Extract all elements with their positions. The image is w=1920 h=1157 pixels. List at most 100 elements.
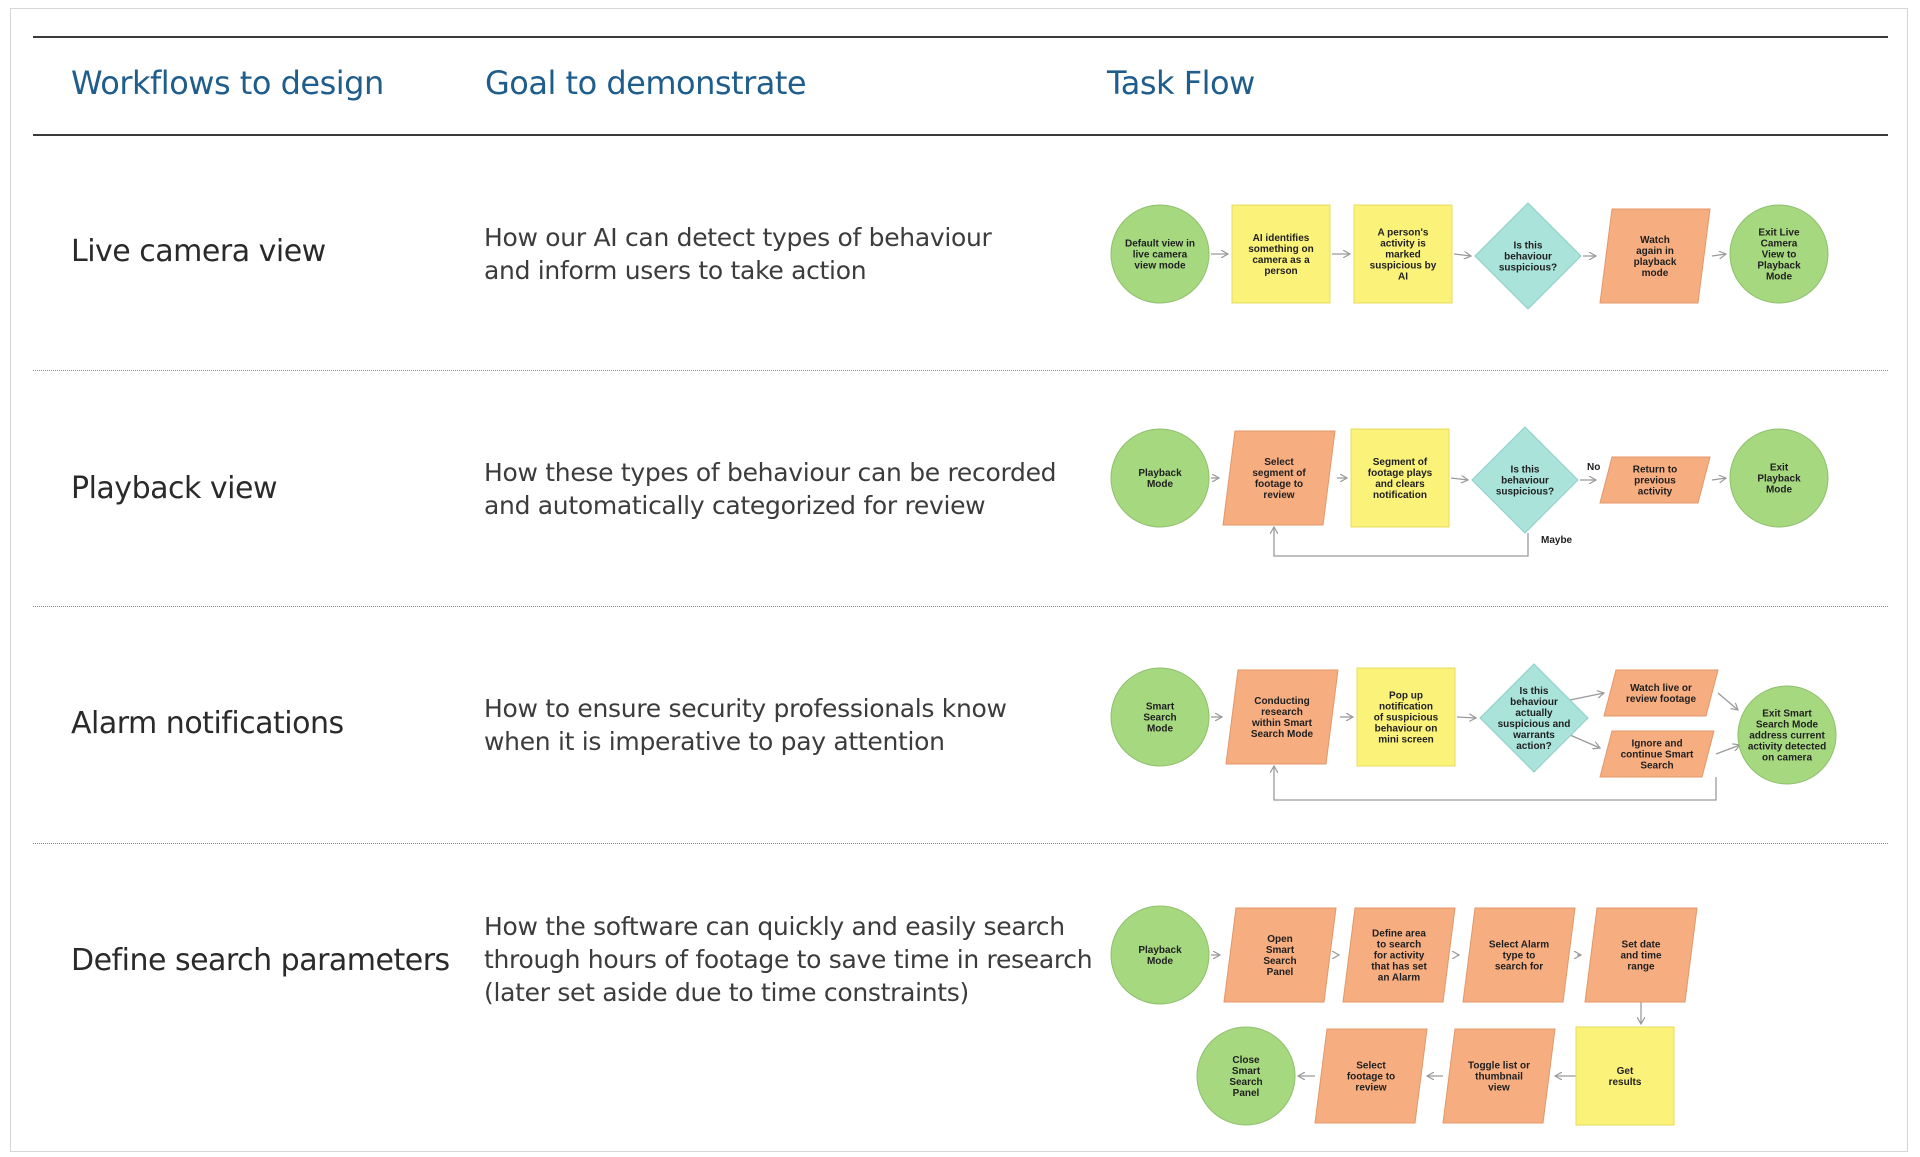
node-label-line: again in [1636,246,1674,257]
node-label-line: Exit Smart [1762,709,1812,720]
node-label-line: Smart [1146,702,1175,713]
node-label-line: Select [1356,1061,1386,1072]
goal-line: How our AI can detect types of behaviour [484,223,992,252]
node-label-line: AI identifies [1253,233,1310,244]
node-label-line: Watch live or [1630,683,1692,694]
goal-text: How our AI can detect types of behaviour… [484,221,992,287]
node-label-line: AI [1398,272,1408,283]
node-label-line: an Alarm [1378,973,1421,984]
node-label-line: Select Alarm [1489,940,1549,951]
node-label-line: Smart [1266,945,1295,956]
node-label-line: behaviour [1510,697,1558,708]
node-label-line: Playback [1757,261,1801,272]
node-label-line: review footage [1626,694,1696,705]
node-label-line: research [1261,707,1303,718]
node-label-line: Mode [1766,485,1793,496]
node-label-line: Mode [1766,272,1793,283]
flow-connectors [1211,254,1740,1076]
node-label-line: Exit [1770,463,1789,474]
row-divider [33,606,1888,607]
page-frame [10,8,1908,1152]
node-label-line: results [1609,1077,1642,1088]
header-workflows: Workflows to design [71,64,384,102]
node-label-line: type to [1503,951,1536,962]
node-label-line: Smart [1232,1066,1261,1077]
node-label-line: activity [1638,487,1673,498]
flow-arrow [1274,766,1717,801]
node-label-line: Mode [1147,956,1174,967]
flow-arrow [1274,527,1529,557]
node-label-line: continue Smart [1621,750,1694,761]
flow-arrow [1717,692,1738,710]
node-label-line: Is this [1511,465,1540,476]
node-label-line: live camera [1133,250,1188,261]
node-label-line: and time [1620,951,1662,962]
node-label-line: suspicious? [1496,487,1554,498]
node-label-line: Playback [1757,474,1801,485]
node-label-line: View to [1762,250,1797,261]
node-label-line: Define area [1372,929,1426,940]
node-label-line: Camera [1761,239,1798,250]
node-label-line: Segment of [1373,457,1428,468]
node-label-line: Is this [1514,241,1543,252]
node-label-line: Playback [1138,945,1182,956]
node-label-line: suspicious and [1498,719,1571,730]
node-label-line: actually [1515,708,1553,719]
node-label-line: Get [1617,1066,1634,1077]
node-label-line: behaviour on [1375,724,1438,735]
node-label-line: Search [1263,956,1296,967]
node-label-line: previous [1634,476,1676,487]
goal-text: How the software can quickly and easily … [484,910,1093,1009]
node-label-line: Search Mode [1756,720,1819,731]
node-label-line: Search Mode [1251,729,1314,740]
row-divider [33,370,1888,371]
node-label-line: notification [1379,702,1433,713]
node-label-line: mode [1642,268,1669,279]
flow-arrow [1450,478,1468,480]
node-label-line: activity detected [1748,742,1826,753]
node-label-line: behaviour [1501,476,1549,487]
top-rule [33,36,1888,38]
node-label-line: footage to [1347,1072,1395,1083]
node-label-line: person [1264,266,1297,277]
node-label-line: Mode [1147,724,1174,735]
goal-line: and inform users to take action [484,256,867,285]
node-label-line: warrants [1512,730,1555,741]
node-label-line: suspicious? [1499,263,1557,274]
goal-line: How the software can quickly and easily … [484,912,1065,941]
goal-line: when it is imperative to pay attention [484,727,945,756]
goal-text: How these types of behaviour can be reco… [484,456,1057,522]
node-label-line: playback [1634,257,1677,268]
